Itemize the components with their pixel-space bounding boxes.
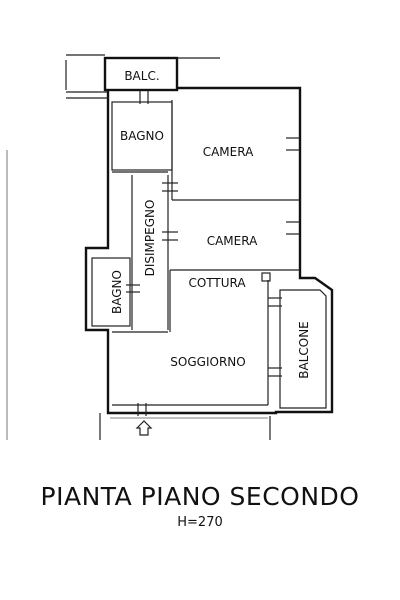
room-label-bagno-top: BAGNO (120, 129, 164, 143)
entrance-arrow-icon (135, 420, 153, 436)
room-label-camera-mid: CAMERA (207, 234, 258, 248)
balcone-outline (279, 289, 327, 409)
window-marks (126, 90, 300, 416)
ceiling-height: H=270 (177, 515, 223, 530)
plan-title: PIANTA PIANO SECONDO (40, 482, 360, 511)
room-label-camera-top: CAMERA (203, 145, 254, 159)
cottura-flue (261, 272, 271, 282)
balcony-top (103, 56, 179, 92)
room-label-disimpegno: DISIMPEGNO (143, 200, 157, 277)
room-label-balcone: BALCONE (297, 321, 311, 379)
room-label-cottura: COTTURA (188, 276, 246, 290)
room-label-bagno-left: BAGNO (110, 270, 124, 314)
room-label-balc: BALC. (124, 69, 159, 83)
room-label-soggiorno: SOGGIORNO (170, 355, 245, 369)
